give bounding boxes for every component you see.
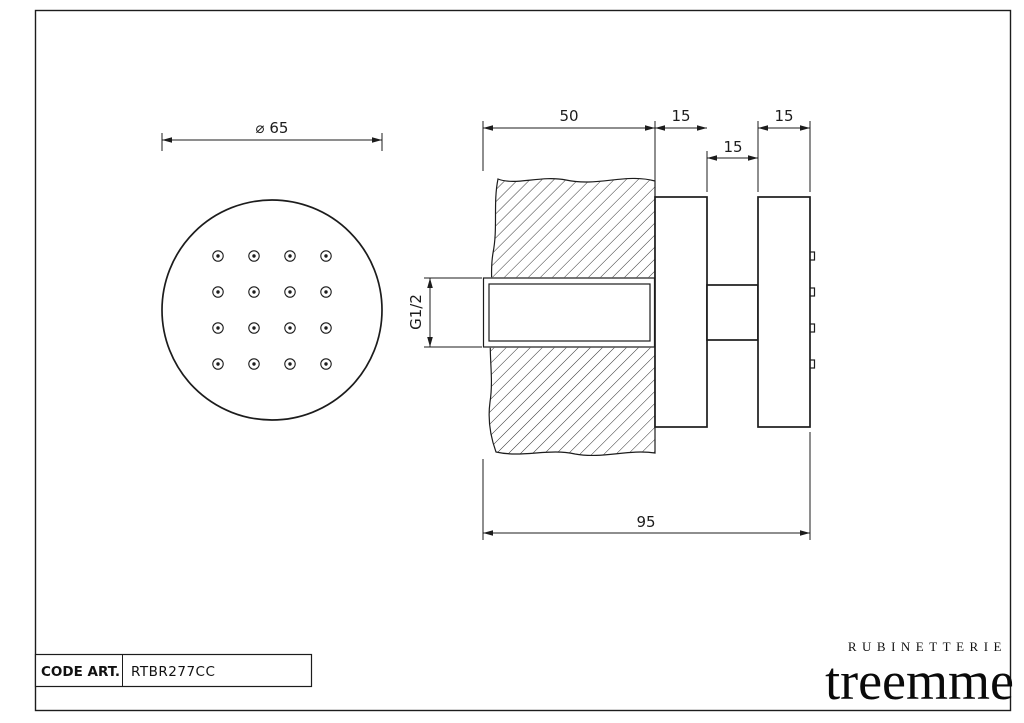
brand-tagline-text: RUBINETTERIE <box>848 639 1007 654</box>
dim-label-plate-thickness: 15 <box>774 107 793 125</box>
nozzle-center-dot <box>252 326 256 330</box>
nozzle-center-dot <box>216 290 220 294</box>
nozzle <box>212 322 224 334</box>
code-art-label: CODE ART. <box>41 664 120 680</box>
front-diameter-dimension: ⌀ 65 <box>161 119 383 151</box>
nozzle-center-dot <box>288 290 292 294</box>
code-art-value: RTBR277CC <box>131 664 215 680</box>
nozzle-center-dot <box>324 254 328 258</box>
nozzle <box>284 286 296 298</box>
nozzle <box>212 358 224 370</box>
dim-label-overall-length: 95 <box>636 513 655 531</box>
dim-label-embed-depth: 50 <box>559 107 578 125</box>
brand-logo: RUBINETTERIE treemme <box>825 639 1014 711</box>
nozzle <box>212 250 224 262</box>
nozzle-center-dot <box>324 326 328 330</box>
title-block: CODE ART. RTBR277CC <box>34 653 313 688</box>
nozzle-center-dot <box>252 362 256 366</box>
nozzle <box>284 322 296 334</box>
thread-inlet-outline <box>488 283 651 342</box>
nozzle-center-dot <box>216 254 220 258</box>
stem-connector <box>706 284 759 341</box>
nozzle <box>248 322 260 334</box>
nozzle-center-dot <box>288 254 292 258</box>
faceplate-circle <box>161 199 383 421</box>
nozzle-center-dot <box>288 362 292 366</box>
nozzle-center-dot <box>324 290 328 294</box>
nozzle <box>248 286 260 298</box>
nozzle-center-dot <box>288 326 292 330</box>
body-through-wall-mask <box>482 277 656 348</box>
spray-faceplate-side <box>757 196 811 428</box>
nozzle <box>248 250 260 262</box>
front-view: ⌀ 65 <box>161 119 383 421</box>
nozzle <box>320 358 332 370</box>
side-section-view: 50 15 15 15 95 G1/2 <box>407 107 816 540</box>
nozzle <box>248 358 260 370</box>
dim-label-stem-length: 15 <box>723 138 742 156</box>
sheet-border-frame <box>34 9 1012 712</box>
nozzle-center-dot <box>252 254 256 258</box>
title-block-box <box>34 653 313 688</box>
nozzle-center-dot <box>252 290 256 294</box>
nozzle <box>284 358 296 370</box>
flange-body <box>654 196 708 428</box>
dim-label-flange-thickness: 15 <box>671 107 690 125</box>
nozzle-center-dot <box>324 362 328 366</box>
nozzle-center-dot <box>216 362 220 366</box>
dim-label-thread: G1/2 <box>407 294 425 330</box>
dim-label-diameter: ⌀ 65 <box>256 119 289 137</box>
nozzle <box>320 286 332 298</box>
nozzle <box>284 250 296 262</box>
dimension-extension-lines <box>424 121 811 540</box>
dimension-lines <box>427 125 810 536</box>
brand-name-text: treemme <box>825 651 1014 711</box>
nozzle-center-dot <box>216 326 220 330</box>
nozzle-grid <box>212 250 332 370</box>
nozzle <box>320 250 332 262</box>
nozzle <box>320 322 332 334</box>
nozzle <box>212 286 224 298</box>
